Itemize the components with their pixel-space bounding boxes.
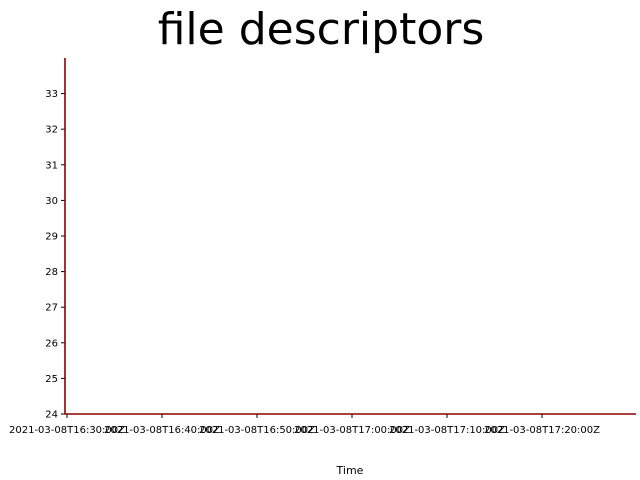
y-tick-label: 24 xyxy=(45,410,58,421)
x-axis-label: Time xyxy=(336,464,364,477)
x-tick-label: 2021-03-08T16:50:00Z xyxy=(199,425,315,436)
x-tick-label: 2021-03-08T17:10:00Z xyxy=(389,425,505,436)
x-axis-ticks: 2021-03-08T16:30:00Z2021-03-08T16:40:00Z… xyxy=(9,414,600,436)
y-tick-label: 31 xyxy=(45,160,58,171)
y-tick-label: 26 xyxy=(45,338,58,349)
x-tick-label: 2021-03-08T16:30:00Z xyxy=(9,425,125,436)
y-tick-label: 28 xyxy=(45,267,58,278)
y-tick-label: 27 xyxy=(45,303,58,314)
y-axis-ticks: 24 25 26 27 28 29 30 31 32 33 xyxy=(45,89,65,421)
x-tick-label: 2021-03-08T17:20:00Z xyxy=(484,425,600,436)
chart-title: file descriptors xyxy=(158,4,485,55)
y-tick-label: 29 xyxy=(45,232,58,243)
y-tick-label: 25 xyxy=(45,374,58,385)
x-tick-label: 2021-03-08T17:00:00Z xyxy=(294,425,410,436)
y-tick-label: 32 xyxy=(45,125,58,136)
x-tick-label: 2021-03-08T16:40:00Z xyxy=(104,425,220,436)
y-tick-label: 30 xyxy=(45,196,58,207)
y-tick-label: 33 xyxy=(45,89,58,100)
